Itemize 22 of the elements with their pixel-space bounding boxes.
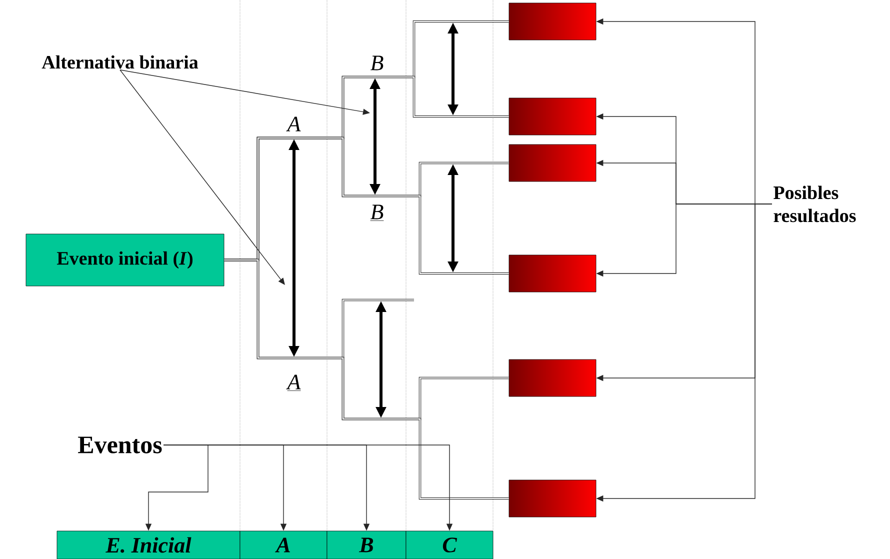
branch-label: B: [370, 56, 384, 70]
branch-label: A: [286, 116, 301, 132]
node-label: A: [275, 538, 290, 552]
outcome-box: [508, 254, 596, 292]
outcome-box: [508, 480, 596, 518]
branch-line: [224, 258, 509, 500]
table-cell: B: [326, 530, 406, 559]
leader-line: [120, 70, 285, 285]
node-label: B: [358, 538, 374, 552]
outcome-box: [508, 2, 596, 40]
branch-label: A: [286, 374, 301, 391]
table-cell: C: [406, 530, 494, 559]
annotation-text: Eventos: [78, 436, 162, 454]
node-label: E. Inicial: [106, 537, 192, 553]
event-box: Evento inicial (I): [26, 234, 224, 286]
annotation-text: Posibles resultados: [774, 186, 856, 222]
branch-label: B: [370, 204, 384, 221]
outcome-box: [508, 359, 596, 397]
table-cell: A: [240, 530, 328, 559]
outcome-box: [508, 144, 596, 182]
outcome-box: [508, 98, 596, 136]
annotation-text: Alternativa binaria: [42, 55, 198, 69]
